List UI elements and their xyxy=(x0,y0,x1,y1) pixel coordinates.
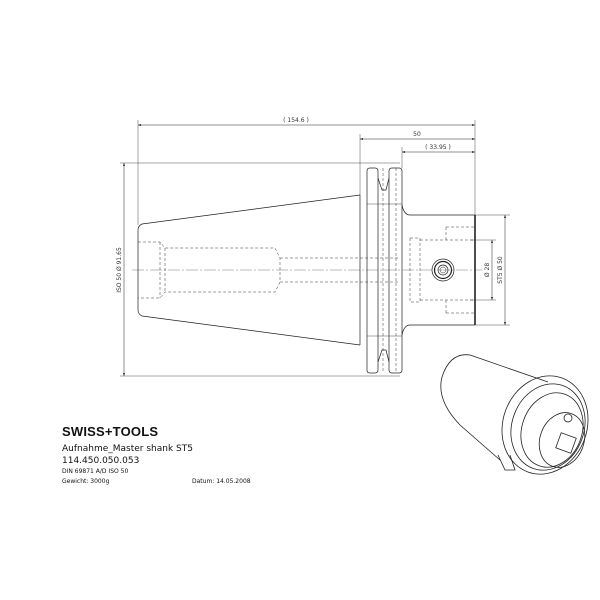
side-view xyxy=(120,120,510,377)
dim-overall-length: ( 154.6 ) xyxy=(283,117,309,124)
dim-shank-diameter: ST5 Ø 50 xyxy=(497,256,504,284)
article-number: 114.450.050.053 xyxy=(62,456,140,466)
dim-shank-length: ( 33.95 ) xyxy=(425,144,451,151)
weight-label: Gewicht: 3000g xyxy=(62,478,110,485)
date-label: Datum: 14.05.2008 xyxy=(192,478,251,485)
isometric-view xyxy=(440,354,589,475)
brand-logo: SWISS+TOOLS xyxy=(62,424,159,439)
dim-flange-to-end: 50 xyxy=(413,131,421,138)
dim-taper-diameter: ISO 50 Ø 91.65 xyxy=(116,247,123,293)
dim-inner-diameter: Ø 28 xyxy=(484,263,491,277)
product-name: Aufnahme_Master shank ST5 xyxy=(62,444,193,454)
norm-label: DIN 69871 A/D ISO 50 xyxy=(62,468,129,475)
